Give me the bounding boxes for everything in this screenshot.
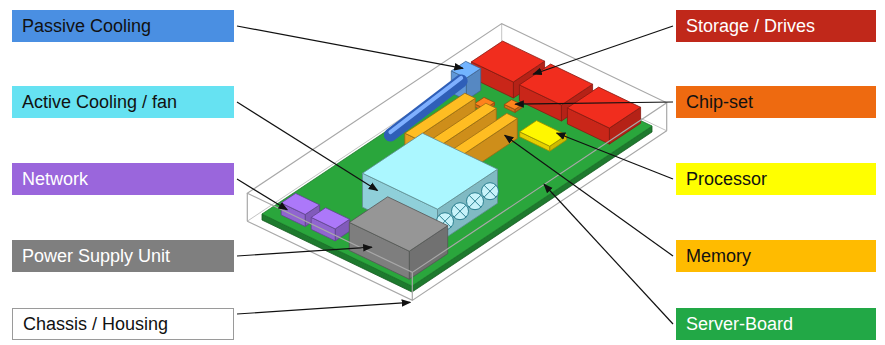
- chipset-label: Chip-set: [676, 86, 876, 118]
- chassis-label: Chassis / Housing: [12, 308, 234, 340]
- label-text: Storage / Drives: [686, 15, 815, 37]
- leader-line: [237, 302, 410, 314]
- leader-lines: [237, 26, 673, 324]
- heat-pipe: [390, 81, 461, 135]
- label-text: Processor: [686, 168, 767, 190]
- power-supply: [349, 197, 447, 251]
- fan-block: [363, 133, 498, 209]
- housing-outline: [247, 24, 666, 301]
- server-parts: [247, 24, 666, 301]
- power-supply-label: Power Supply Unit: [12, 240, 234, 272]
- processor: [520, 121, 567, 147]
- server-board-label: Server-Board: [676, 308, 876, 340]
- fan: [452, 203, 469, 220]
- leader-line: [237, 247, 372, 256]
- leader-line: [237, 102, 378, 190]
- storage-label: Storage / Drives: [676, 10, 876, 42]
- leader-line: [237, 179, 287, 210]
- network-port: [311, 208, 349, 229]
- server-board: [262, 54, 652, 286]
- network-label: Network: [12, 163, 234, 195]
- fan: [482, 183, 499, 200]
- processor-label: Processor: [676, 163, 876, 195]
- fan-blade: [469, 195, 481, 207]
- passive-cooling-label: Passive Cooling: [12, 10, 234, 42]
- leader-line: [544, 184, 673, 324]
- label-text: Memory: [686, 245, 751, 267]
- leader-line: [237, 26, 463, 68]
- fan-blade: [484, 185, 496, 197]
- fan-blade: [454, 205, 466, 217]
- label-text: Network: [22, 168, 88, 190]
- label-text: Power Supply Unit: [22, 245, 170, 267]
- fan: [467, 193, 484, 210]
- label-text: Passive Cooling: [22, 15, 151, 37]
- network-port: [281, 193, 319, 214]
- heat-pipe-shine: [390, 78, 461, 132]
- memory-label: Memory: [676, 240, 876, 272]
- label-text: Chassis / Housing: [23, 313, 168, 335]
- passive-cooler: [451, 61, 480, 78]
- leader-line: [533, 26, 673, 74]
- leader-line: [515, 102, 673, 104]
- leader-line: [557, 133, 673, 179]
- label-text: Chip-set: [686, 91, 753, 113]
- drive: [567, 87, 640, 128]
- label-text: Server-Board: [686, 313, 793, 335]
- active-cooling-label: Active Cooling / fan: [12, 86, 234, 118]
- label-text: Active Cooling / fan: [22, 91, 177, 113]
- leader-line: [505, 135, 673, 256]
